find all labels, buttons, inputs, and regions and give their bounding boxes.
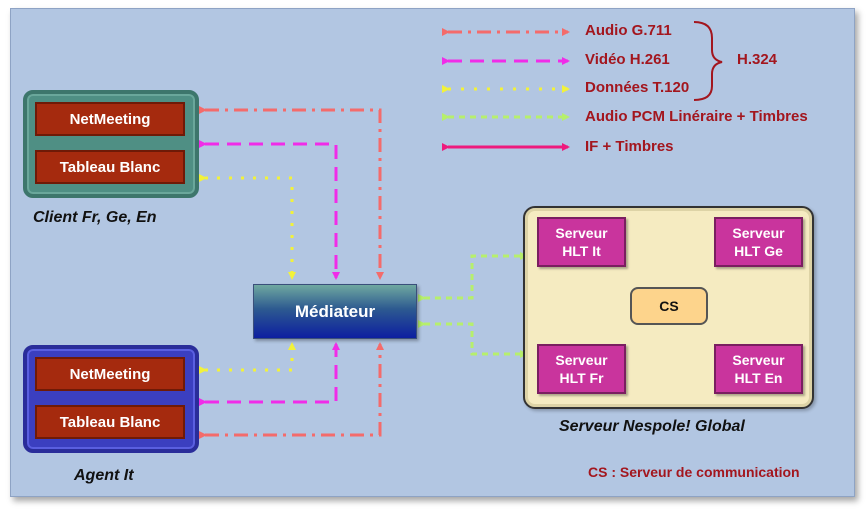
legend-audio-pcm: Audio PCM Linéraire + Timbres: [585, 108, 808, 125]
client-panel: NetMeeting Tableau Blanc: [23, 90, 199, 198]
client-caption: Client Fr, Ge, En: [33, 209, 157, 226]
server-hlt-en-line2: HLT En: [734, 370, 783, 386]
server-hlt-en: Serveur HLT En: [714, 344, 803, 394]
data-link-agent: [199, 342, 296, 374]
server-hlt-it-line1: Serveur: [555, 225, 608, 241]
legend-h324: H.324: [737, 51, 778, 68]
legend-audio-g711: Audio G.711: [585, 22, 672, 39]
agent-netmeeting-box: NetMeeting: [35, 357, 185, 391]
cs-box: CS: [630, 287, 708, 325]
server-hlt-it-line2: HLT It: [562, 243, 601, 259]
server-hlt-ge-line1: Serveur: [732, 225, 785, 241]
server-hlt-en-line1: Serveur: [732, 352, 785, 368]
client-whiteboard-box: Tableau Blanc: [35, 150, 185, 184]
pcm-link-hlt-fr: [418, 320, 528, 358]
server-hlt-fr-line1: Serveur: [555, 352, 608, 368]
legend-if-timbres: IF + Timbres: [585, 138, 674, 155]
legend-data-t120: Données T.120: [585, 79, 690, 96]
mediator-box: Médiateur: [253, 284, 417, 339]
server-hlt-it: Serveur HLT It: [537, 217, 626, 267]
agent-whiteboard-box: Tableau Blanc: [35, 405, 185, 439]
data-link-client: [199, 174, 296, 280]
server-hlt-fr-line2: HLT Fr: [559, 370, 604, 386]
h324-brace: [693, 21, 723, 101]
audio-link-client: [199, 106, 384, 280]
audio-link-agent: [199, 342, 384, 439]
server-caption: Serveur Nespole! Global: [559, 418, 745, 435]
agent-panel: NetMeeting Tableau Blanc: [23, 345, 199, 453]
agent-caption: Agent It: [74, 467, 134, 484]
server-hlt-ge: Serveur HLT Ge: [714, 217, 803, 267]
server-hlt-ge-line2: HLT Ge: [734, 243, 783, 259]
footnote: CS : Serveur de communication: [588, 464, 800, 480]
legend-video-h261: Vidéo H.261: [585, 51, 670, 68]
pcm-link-hlt-it: [418, 252, 528, 302]
video-link-client: [199, 140, 340, 280]
client-netmeeting-box: NetMeeting: [35, 102, 185, 136]
video-link-agent: [199, 342, 340, 406]
server-hlt-fr: Serveur HLT Fr: [537, 344, 626, 394]
